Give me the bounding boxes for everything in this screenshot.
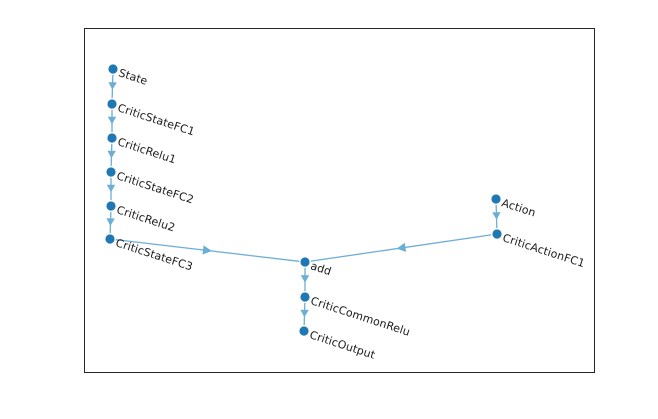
edge-arrowhead-icon (202, 245, 212, 255)
edge-arrowhead-icon (108, 82, 117, 90)
graph-node-CriticRelu1[interactable] (107, 133, 117, 143)
graph-node-CriticStateFC2[interactable] (106, 167, 116, 177)
graph-node-add[interactable] (300, 257, 310, 267)
graph-node-CriticCommonRelu[interactable] (300, 292, 310, 302)
edge-arrowhead-icon (492, 212, 501, 220)
graph-node-CriticRelu2[interactable] (106, 201, 116, 211)
edges-group (106, 74, 501, 326)
graph-node-State[interactable] (108, 64, 118, 74)
edge-arrowhead-icon (106, 218, 115, 226)
edge-arrowhead-icon (106, 184, 116, 193)
nodes-group (105, 64, 502, 336)
edge-arrowhead-icon (300, 309, 309, 318)
edge-arrowhead-icon (300, 275, 310, 283)
graph-node-CriticOutput[interactable] (299, 326, 309, 336)
edge-arrowhead-icon (107, 116, 117, 125)
graph-node-CriticActionFC1[interactable] (492, 229, 502, 239)
plot-frame (84, 28, 595, 373)
edge-arrowhead-icon (396, 242, 407, 252)
graph-node-CriticStateFC3[interactable] (105, 234, 115, 244)
graph-node-Action[interactable] (491, 194, 501, 204)
edge-arrowhead-icon (107, 150, 116, 159)
graph-node-CriticStateFC1[interactable] (107, 99, 117, 109)
